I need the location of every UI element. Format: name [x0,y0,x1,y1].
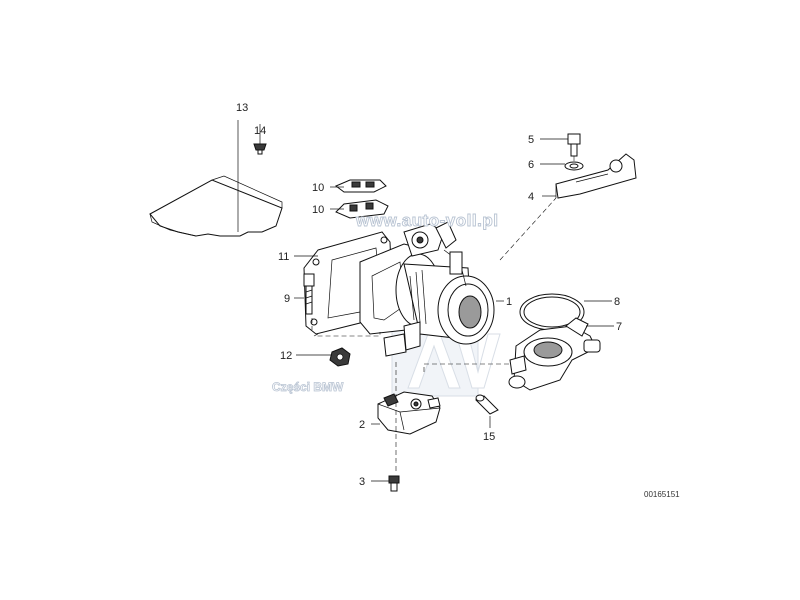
part-14-screw [253,136,267,155]
callout-8: 8 [614,296,620,308]
part-3-screw [388,475,400,492]
callout-9: 9 [284,293,290,305]
watermark-url: www.auto-voll.pl [355,211,498,230]
part-2-sensor [377,391,441,435]
callout-10-upper: 10 [312,182,324,194]
part-15-sleeve [475,394,499,415]
leader-lines [259,124,614,482]
part-12-nut [329,347,351,367]
callout-10-lower: 10 [312,204,324,216]
assembly-lines [311,156,575,474]
callout-5: 5 [528,134,534,146]
part-4-bracket [555,153,637,199]
watermark-subtitle: Części BMW [272,380,344,394]
part-8-o-ring [519,293,585,331]
callout-12: 12 [280,350,292,362]
part-9-bolt [303,273,315,315]
part-5-bolt [567,133,581,157]
callouts: 1 2 3 4 5 6 7 8 9 10 10 11 12 13 14 15 [236,102,622,488]
callout-14: 14 [254,125,266,137]
callout-7: 7 [616,321,622,333]
callout-3: 3 [359,476,365,488]
callout-11: 11 [278,251,289,263]
part-1-throttle-body [359,221,495,357]
callout-2: 2 [359,419,365,431]
callout-1: 1 [506,296,512,308]
callout-15: 15 [483,431,495,443]
part-7-connector [508,317,601,391]
part-10-clip-upper [335,179,387,193]
callout-4: 4 [528,191,534,203]
part-10-clip-lower [335,199,389,219]
document-id: 00165151 [644,490,680,499]
callout-6: 6 [528,159,534,171]
callout-13: 13 [236,102,248,114]
part-6-washer [564,161,584,171]
part-13-cover [149,120,283,237]
